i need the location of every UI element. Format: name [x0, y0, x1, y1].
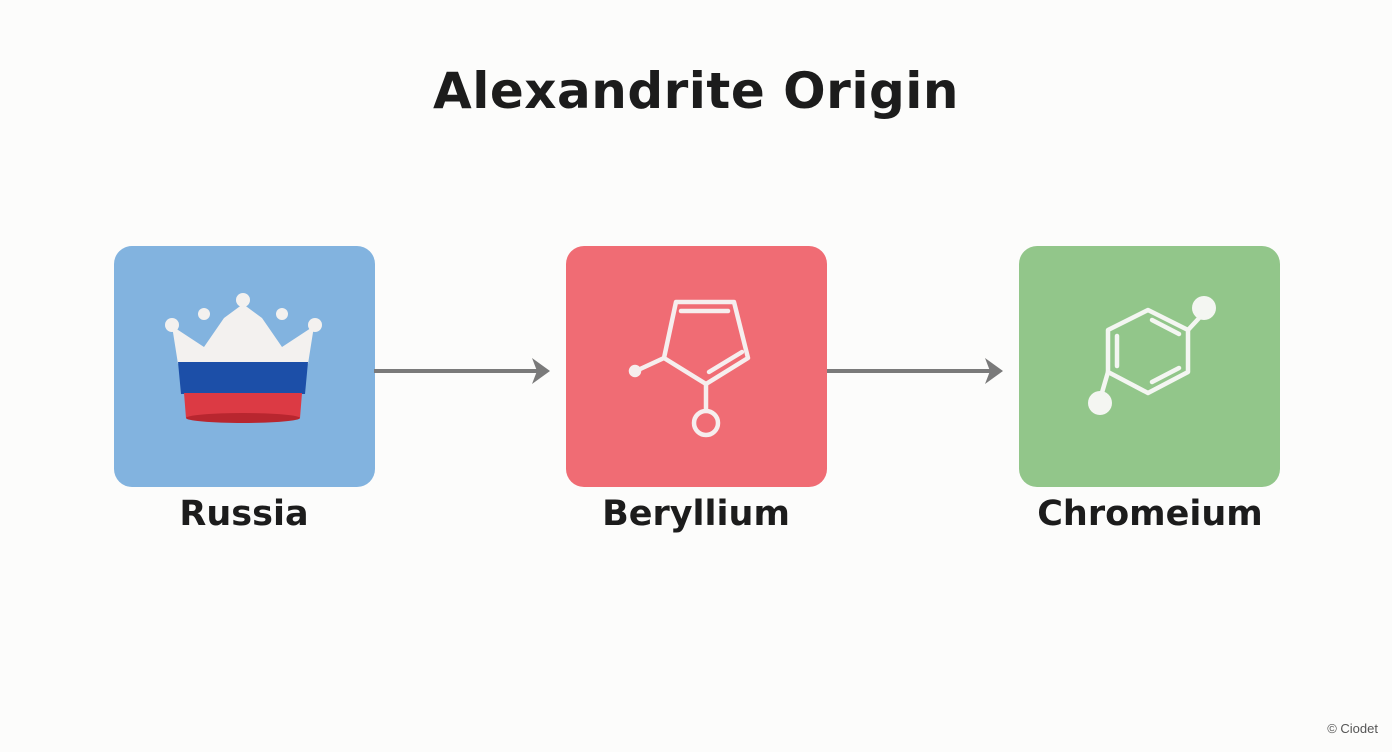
node-label-russia: Russia [179, 494, 309, 534]
copyright-text: © Ciodet [1327, 721, 1378, 736]
node-label-beryllium: Beryllium [602, 494, 790, 534]
node-beryllium [566, 246, 827, 487]
molecule-ring-icon [628, 299, 751, 438]
node-russia [114, 246, 375, 487]
node-chromium-box [1019, 246, 1280, 487]
crown-icon [165, 293, 322, 423]
arrow-right-icon [827, 358, 1003, 384]
hexagon-molecule-icon [1098, 307, 1204, 399]
node-chromium [1019, 246, 1280, 487]
node-russia-box [114, 246, 375, 487]
arrow-right-icon [374, 358, 550, 384]
node-beryllium-box [566, 246, 827, 487]
page-title: Alexandrite Origin [433, 62, 959, 120]
node-label-chromium: Chromeium [1037, 494, 1263, 534]
